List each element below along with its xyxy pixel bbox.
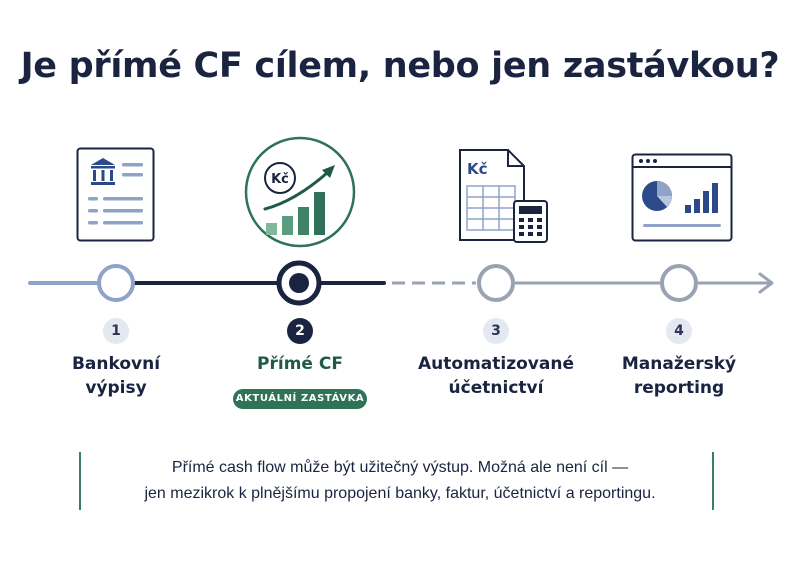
timeline-node-4 [660, 264, 698, 302]
step-label-1: Bankovní výpisy [71, 354, 161, 398]
timeline-node-1 [97, 264, 135, 302]
dashboard-chart-icon [631, 153, 733, 242]
step-number-4: 4 [666, 318, 692, 344]
note-text: Přímé cash flow může být užitečný výstup… [144, 459, 656, 502]
step-number-2: 2 [287, 318, 313, 344]
progress-timeline [28, 260, 774, 306]
spreadsheet-icon-text: Kč [467, 160, 488, 178]
cash-flow-icon-text: Kč [271, 172, 289, 187]
spreadsheet-calculator-icon: Kč [459, 149, 548, 243]
current-stop-badge: AKTUÁLNÍ ZASTÁVKA [233, 389, 367, 409]
step-label-4: Manažerský reporting [621, 354, 737, 398]
step-number-3: 3 [483, 318, 509, 344]
step-label-3: Automatizované účetnictví [418, 354, 574, 398]
cash-flow-growth-icon: Kč [244, 136, 356, 248]
bank-statement-icon [76, 147, 155, 242]
note-right-bar [712, 452, 714, 510]
note-left-bar [79, 452, 81, 510]
step-number-1: 1 [103, 318, 129, 344]
timeline-node-3 [477, 264, 515, 302]
step-label-2: Přímé CF [257, 354, 343, 374]
page-title: Je přímé CF cílem, nebo jen zastávkou? [20, 46, 780, 86]
